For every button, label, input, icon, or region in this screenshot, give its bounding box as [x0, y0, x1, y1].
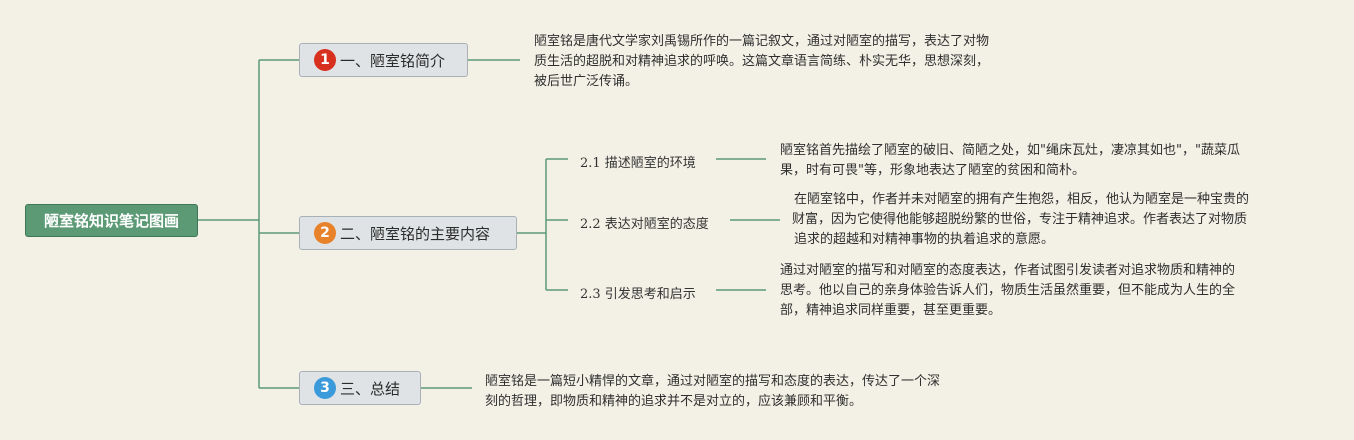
badge-number-2-icon: 2 [314, 222, 336, 244]
note-line: 思考。他以自己的亲身体验告诉人们，物质生活虽然重要，但不能成为人生的全 [780, 283, 1236, 298]
note-line: 通过对陋室的描写和对陋室的态度表达，作者试图引发读者对追求物质和精神的 [780, 263, 1236, 278]
note-line: 被后世广泛传诵。 [534, 74, 639, 89]
branch-topic-2-label: 二、陋室铭的主要内容 [340, 224, 491, 243]
branch-topic-2[interactable]: 2 二、陋室铭的主要内容 [299, 216, 517, 250]
note-line: 果，时有可畏"等，形象地表达了陋室的贫困和简朴。 [780, 163, 1085, 178]
subtopic-2-1[interactable]: 2.1 描述陋室的环境 [580, 156, 696, 171]
branch-topic-3-label: 三、总结 [340, 379, 401, 398]
branch-1-note: 陋室铭是唐代文学家刘禹锡所作的一篇记叙文，通过对陋室的描写，表达了对物 质生活的… [534, 32, 1034, 92]
branch-topic-3[interactable]: 3 三、总结 [299, 371, 421, 405]
note-line: 财富，因为它使得他能够超脱纷繁的世俗，专注于精神追求。作者表达了对物质 [792, 212, 1248, 227]
subtopic-2-2-note: 在陋室铭中，作者并未对陋室的拥有产生抱怨，相反，他认为陋室是一种宝贵的 财富，因… [792, 190, 1294, 250]
badge-number-3-icon: 3 [314, 377, 336, 399]
branch-topic-1-label: 一、陋室铭简介 [340, 51, 446, 70]
note-line: 在陋室铭中，作者并未对陋室的拥有产生抱怨，相反，他认为陋室是一种宝贵的 [794, 192, 1250, 207]
note-line: 部，精神追求同样重要，甚至更重要。 [780, 303, 1002, 318]
root-topic[interactable]: 陋室铭知识笔记图画 [25, 204, 198, 237]
subtopic-2-2[interactable]: 2.2 表达对陋室的态度 [580, 217, 709, 232]
badge-number-1-icon: 1 [314, 49, 336, 71]
note-line: 陋室铭是一篇短小精悍的文章，通过对陋室的描写和态度的表达，传达了一个深 [485, 374, 941, 389]
branch-3-note: 陋室铭是一篇短小精悍的文章，通过对陋室的描写和态度的表达，传达了一个深 刻的哲理… [485, 372, 995, 412]
note-line: 质生活的超脱和对精神追求的呼唤。这篇文章语言简练、朴实无华，思想深刻， [534, 54, 990, 69]
note-line: 追求的超越和对精神事物的执着追求的意愿。 [794, 232, 1055, 247]
subtopic-2-3[interactable]: 2.3 引发思考和启示 [580, 287, 696, 302]
note-line: 刻的哲理，即物质和精神的追求并不是对立的，应该兼顾和平衡。 [485, 394, 863, 409]
subtopic-2-1-note: 陋室铭首先描绘了陋室的破旧、简陋之处，如"绳床瓦灶，凄凉其如也"，"蔬菜瓜 果，… [780, 141, 1290, 181]
branch-topic-1[interactable]: 1 一、陋室铭简介 [299, 43, 468, 77]
note-line: 陋室铭首先描绘了陋室的破旧、简陋之处，如"绳床瓦灶，凄凉其如也"，"蔬菜瓜 [780, 143, 1240, 158]
note-line: 陋室铭是唐代文学家刘禹锡所作的一篇记叙文，通过对陋室的描写，表达了对物 [534, 34, 990, 49]
subtopic-2-3-note: 通过对陋室的描写和对陋室的态度表达，作者试图引发读者对追求物质和精神的 思考。他… [780, 261, 1280, 321]
